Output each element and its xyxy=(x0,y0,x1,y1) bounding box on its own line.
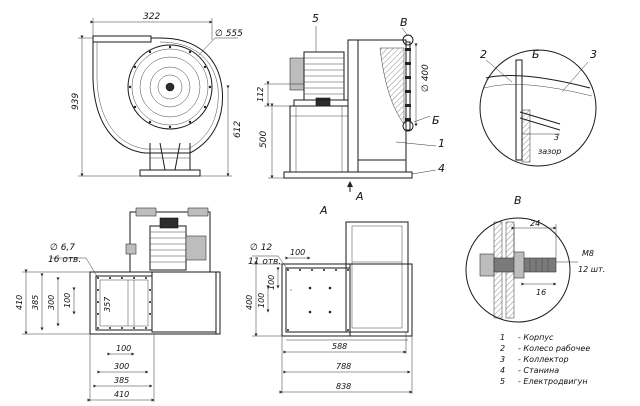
callout-5: 5 xyxy=(312,12,319,25)
legend-num: 3 xyxy=(500,355,506,364)
dim-d400: ∅ 400 xyxy=(421,64,431,92)
dim-16: 16 xyxy=(536,288,546,297)
callout-1: 1 xyxy=(438,137,445,150)
dim-plan-400: 400 xyxy=(245,295,254,310)
dim-838: 838 xyxy=(336,382,351,391)
legend-row: 2 - Колесо рабочее xyxy=(500,343,636,354)
plan-view-A: А ∅ 12 11 отв. 100 400 100 100 xyxy=(245,204,413,394)
legend-row: 3 - Коллектор xyxy=(500,354,636,365)
dim-100h: 100 xyxy=(116,344,131,353)
plan-title-A: А xyxy=(319,204,328,217)
dim-11holes: 11 отв. xyxy=(248,257,281,267)
dim-plan-100v: 100 xyxy=(257,293,266,308)
legend-text: - Станина xyxy=(518,366,560,375)
dim-plan-100v2: 100 xyxy=(267,275,276,290)
top-view: ∅ 6,7 16 отв. 410 385 300 100 357 100 30… xyxy=(15,207,221,402)
wheel-outline xyxy=(127,44,213,130)
dim-plan-100: 100 xyxy=(290,248,305,257)
parts-legend: 1 - Корпус 2 - Колесо рабочее 3 - Коллек… xyxy=(500,332,636,387)
dim-612: 612 xyxy=(233,121,243,138)
dim-357: 357 xyxy=(103,296,112,312)
dim-12sht: 12 шт. xyxy=(578,265,605,274)
dim-588: 588 xyxy=(332,342,347,351)
callout-3: 3 xyxy=(590,48,597,61)
detail-B: 3 зазор 2 Б 3 xyxy=(479,48,597,167)
legend-num: 4 xyxy=(500,366,506,375)
legend-text: - Колесо рабочее xyxy=(518,344,591,353)
callout-B: Б xyxy=(432,114,440,127)
detail-V-title: В xyxy=(514,194,522,207)
dim-788: 788 xyxy=(336,362,351,371)
legend-row: 5 - Електродвигун xyxy=(500,376,636,387)
dim-d67: ∅ 6,7 xyxy=(50,243,75,253)
front-view: 322 ∅ 555 939 xyxy=(71,12,243,177)
legend-text: - Корпус xyxy=(518,333,554,342)
legend-text: - Електродвигун xyxy=(518,377,588,386)
callout-4: 4 xyxy=(438,162,445,175)
dim-385v: 385 xyxy=(31,295,40,310)
wheel-section xyxy=(379,47,405,125)
dim-410v: 410 xyxy=(15,295,24,310)
dim-24: 24 xyxy=(530,219,540,228)
detail-V: В 24 16 M8 12 шт. xyxy=(465,194,605,323)
dim-410h: 410 xyxy=(114,390,129,399)
callout-Б: Б xyxy=(532,48,540,61)
legend-row: 4 - Станина xyxy=(500,365,636,376)
dim-16holes: 16 отв. xyxy=(48,255,81,265)
detail-v-circle xyxy=(465,217,571,323)
dim-d12: ∅ 12 xyxy=(250,243,272,253)
dim-3: 3 xyxy=(554,133,559,142)
dim-322: 322 xyxy=(143,12,160,22)
legend-num: 5 xyxy=(500,377,506,386)
dim-112: 112 xyxy=(256,87,265,102)
detail-b-circle xyxy=(479,49,597,167)
legend-num: 1 xyxy=(500,333,506,342)
dim-939: 939 xyxy=(71,93,81,110)
callout-2: 2 xyxy=(480,48,487,61)
side-view: 5 ∅ 400 112 500 В Б xyxy=(256,12,445,203)
callout-V: В xyxy=(400,16,408,29)
hub-icon xyxy=(165,82,175,92)
dim-500: 500 xyxy=(259,131,269,148)
dim-d555: ∅ 555 xyxy=(215,29,243,39)
dim-300v: 300 xyxy=(47,295,56,310)
legend-num: 2 xyxy=(500,344,506,353)
dim-385h: 385 xyxy=(114,376,129,385)
dim-300h: 300 xyxy=(114,362,129,371)
legend-text: - Коллектор xyxy=(518,355,569,364)
dim-zazor: зазор xyxy=(538,147,561,156)
legend-row: 1 - Корпус xyxy=(500,332,636,343)
dim-100v: 100 xyxy=(63,293,72,308)
dim-m8: M8 xyxy=(582,249,594,258)
view-arrow-A: А xyxy=(355,190,364,203)
